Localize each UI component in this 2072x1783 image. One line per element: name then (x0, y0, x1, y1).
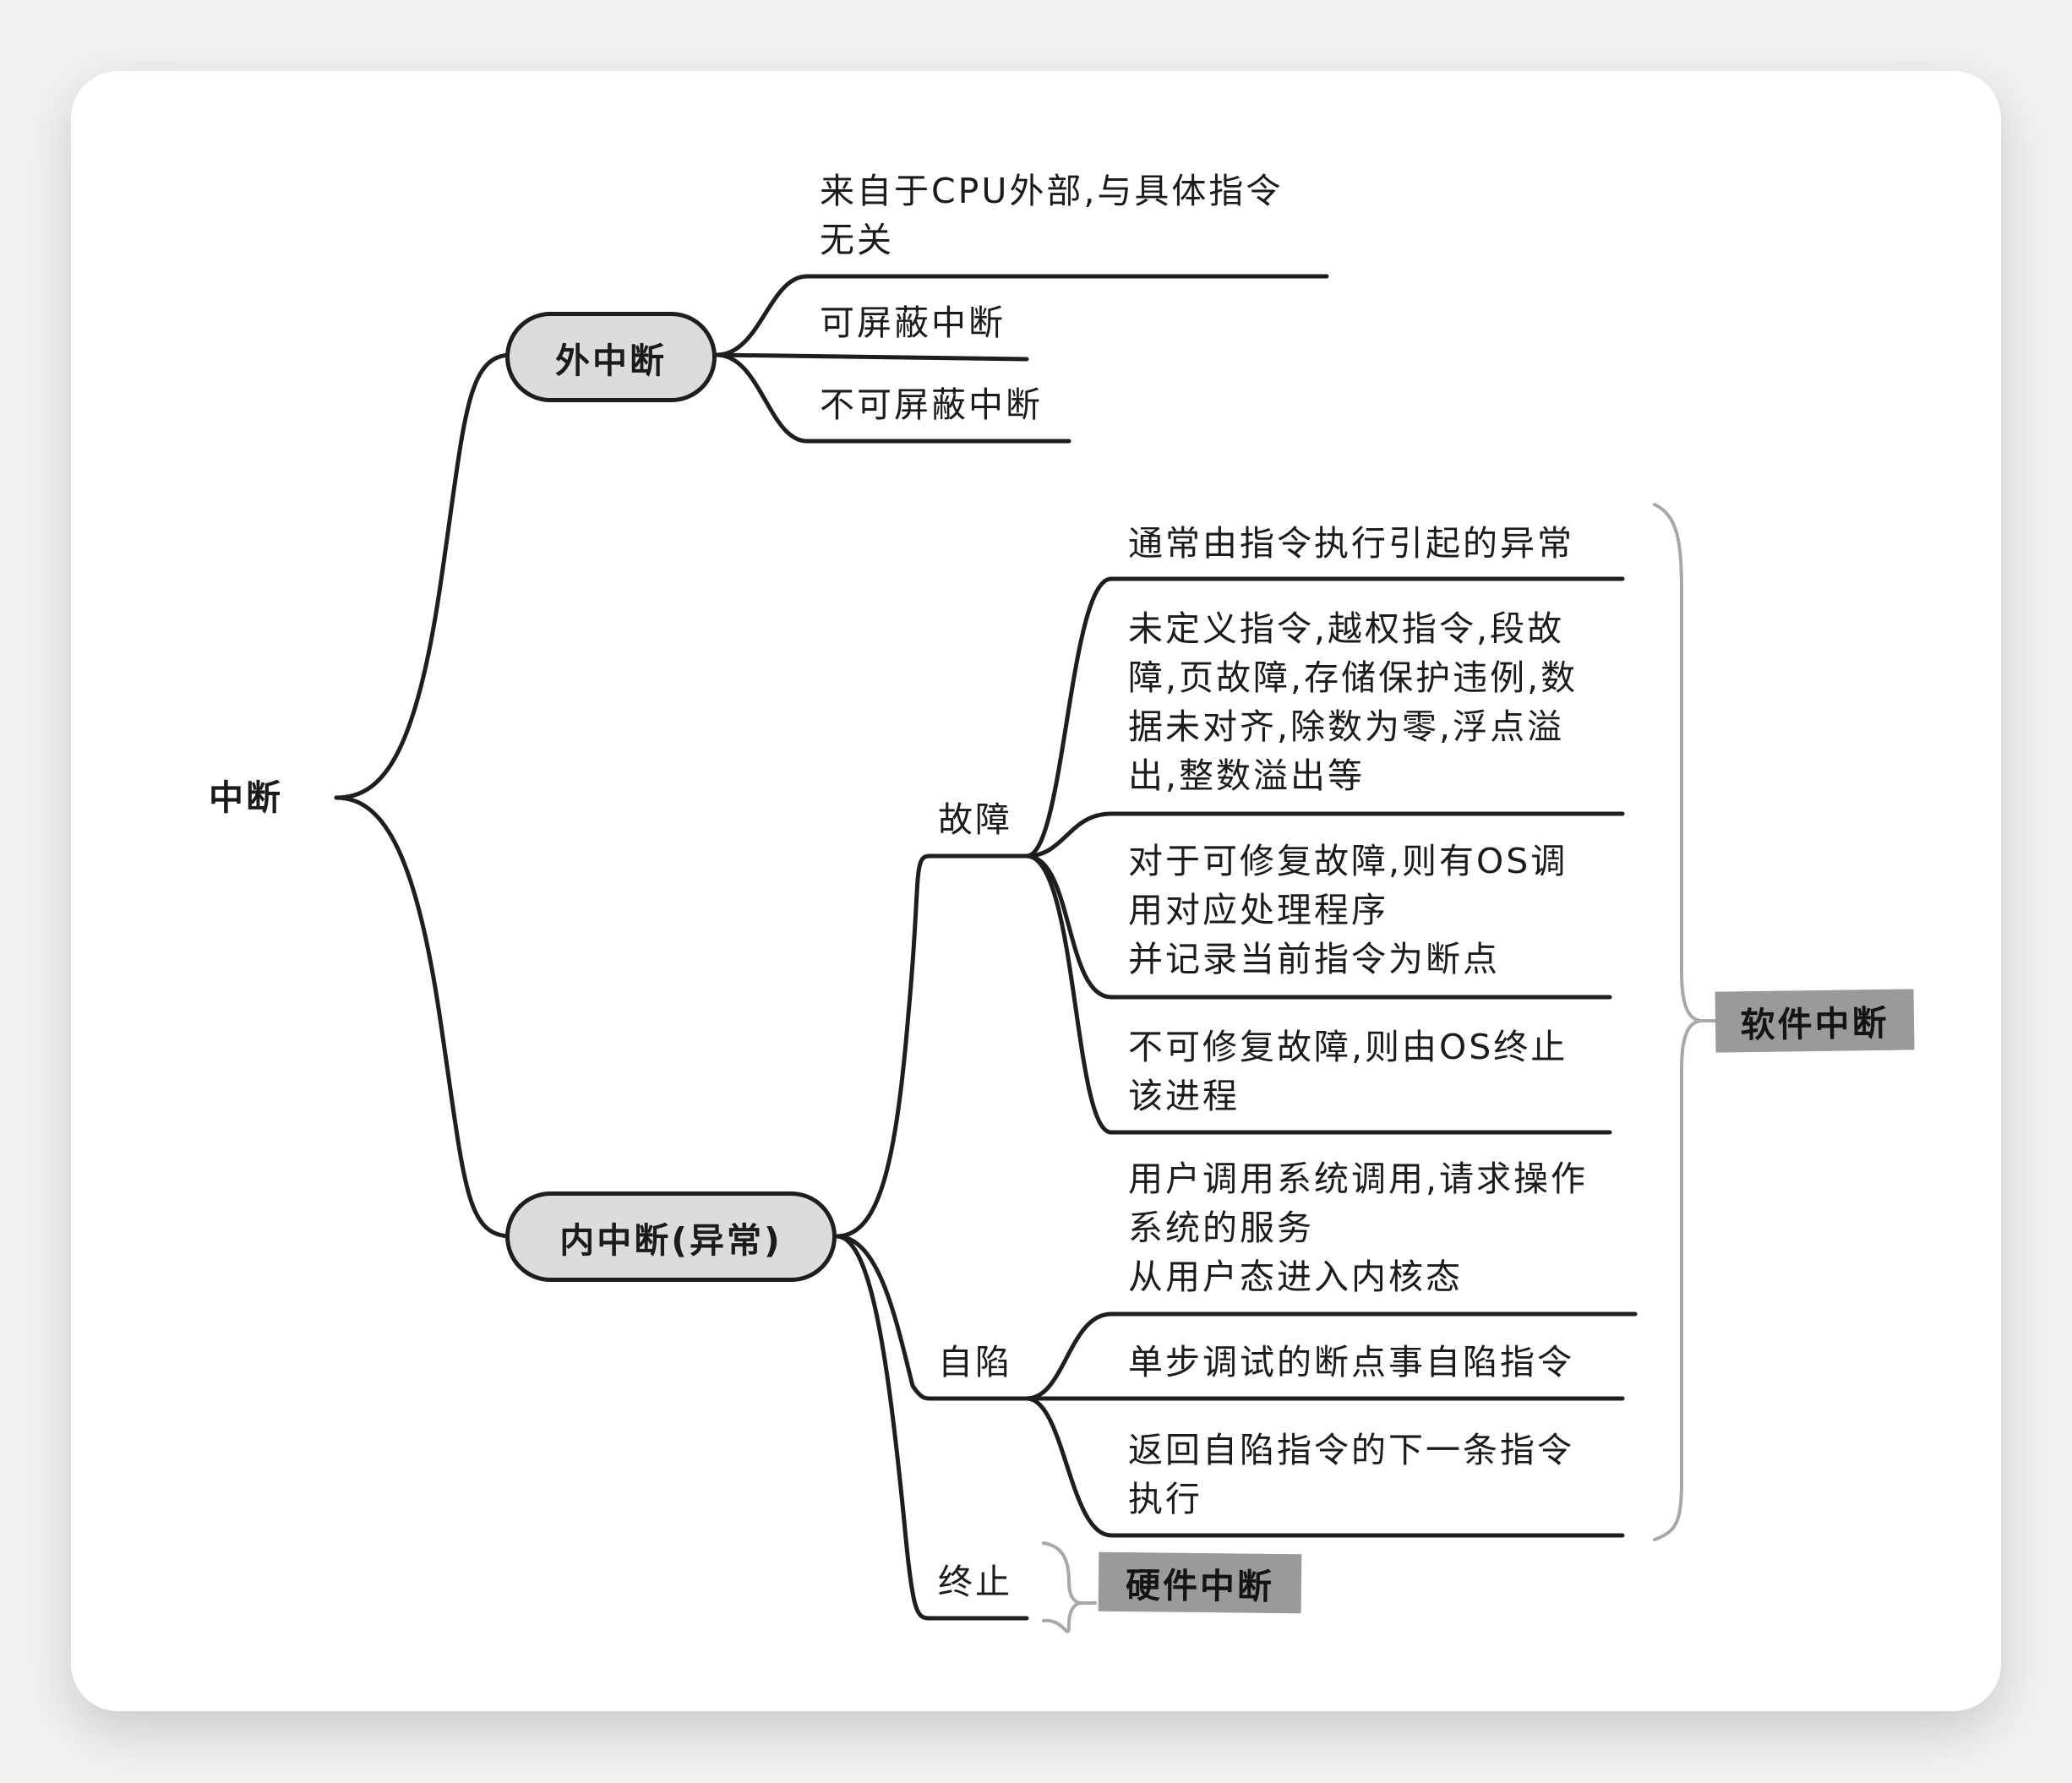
external-child-1: 来自于CPU外部,与具体指令 无关 (820, 171, 1284, 260)
trap-child-2: 单步调试的断点事自陷指令 (1128, 1342, 1574, 1382)
trap-child-1: 用户调用系统调用,请求操作 系统的服务 从用户态进入内核态 (1128, 1159, 1589, 1297)
external-child-3: 不可屏蔽中断 (820, 384, 1043, 425)
mindmap-card (71, 71, 2001, 1711)
abort-node: 终止 (938, 1562, 1012, 1602)
fault-child-4: 不可修复故障,则由OS终止 该进程 (1128, 1027, 1568, 1116)
fault-node: 故障 (938, 799, 1012, 840)
fault-child-1: 通常由指令执行引起的异常 (1128, 523, 1574, 564)
trap-node: 自陷 (938, 1342, 1012, 1382)
software-interrupt-tag: 软件中断 (1715, 989, 1915, 1053)
hardware-interrupt-tag: 硬件中断 (1098, 1551, 1302, 1614)
root-node: 中断 (209, 777, 283, 818)
fault-child-3: 对于可修复故障,则有OS调 用对应处理程序 并记录当前指令为断点 (1128, 841, 1568, 979)
internal-interrupt-node: 内中断(异常) (505, 1191, 837, 1282)
external-interrupt-node: 外中断 (505, 312, 717, 402)
external-child-2: 可屏蔽中断 (820, 303, 1006, 343)
fault-child-2: 未定义指令,越权指令,段故 障,页故障,存储保护违例,数 据未对齐,除数为零,浮… (1128, 608, 1579, 796)
trap-child-3: 返回自陷指令的下一条指令 执行 (1128, 1430, 1574, 1519)
